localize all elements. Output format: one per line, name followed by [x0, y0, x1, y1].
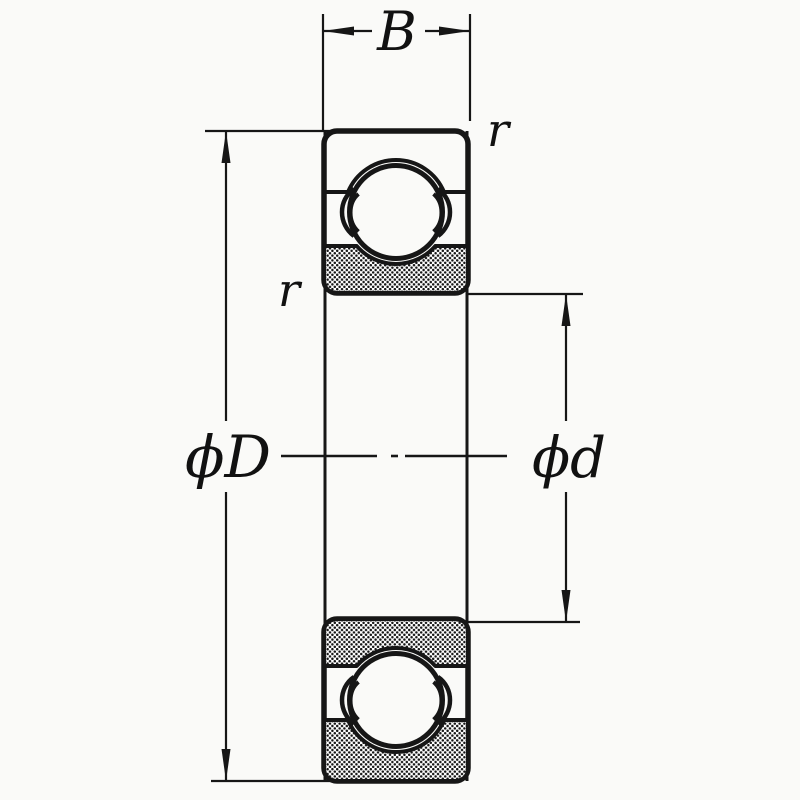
label-fillet-radius-top: r: [487, 103, 512, 157]
bottom-cage-mark-left-inner: [348, 680, 360, 721]
top-cross-section: [321, 128, 471, 296]
bottom-cage-mark-right: [436, 675, 453, 726]
label-bore-diameter: ϕd: [532, 426, 606, 491]
label-outer-diameter: ϕD: [185, 423, 271, 491]
top-cage-mark-left: [339, 187, 356, 238]
bottom-cross-section: [321, 616, 471, 784]
bottom-cage-mark-left: [339, 675, 356, 726]
top-cage-mark-right: [436, 187, 453, 238]
b-arrow-right: [439, 26, 470, 36]
dim-bore-diameter: ϕd: [468, 292, 606, 624]
phid-arrow-up: [561, 294, 571, 326]
dim-width-B: B: [321, 0, 472, 131]
label-fillet-radius-left: r: [278, 263, 303, 317]
top-inner-ring-section: [322, 244, 470, 295]
top-cage-mark-right-inner: [432, 192, 444, 233]
phiD-arrow-up: [221, 131, 231, 163]
top-cage-mark-left-inner: [348, 192, 360, 233]
phid-arrow-down: [561, 590, 571, 622]
dim-outer-diameter: ϕD: [185, 129, 336, 783]
label-width-B: B: [376, 0, 417, 63]
phiD-arrow-down: [221, 749, 231, 781]
bottom-inner-ring-section: [322, 617, 470, 668]
bottom-cage-mark-right-inner: [432, 680, 444, 721]
b-arrow-left: [323, 26, 354, 36]
